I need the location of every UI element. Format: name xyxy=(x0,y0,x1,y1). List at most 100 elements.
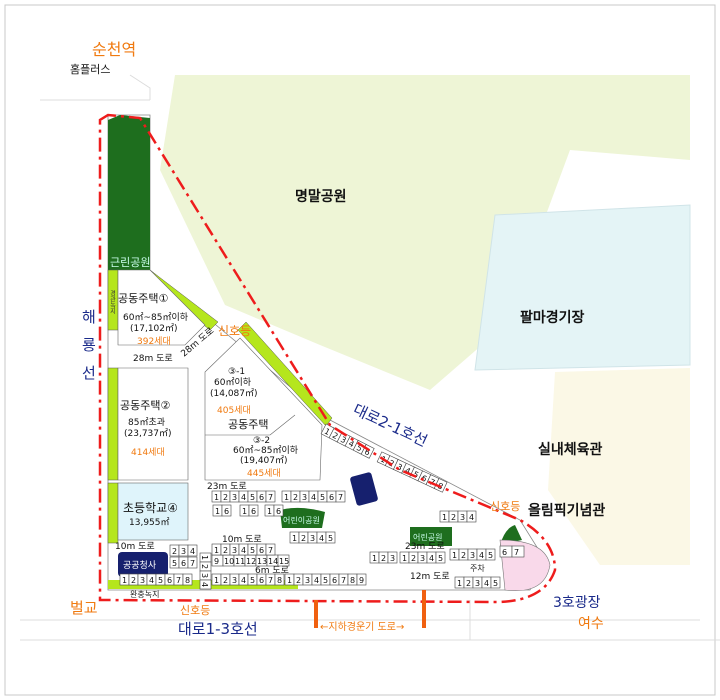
lot-number: 4 xyxy=(484,579,489,588)
lot-number: 2 xyxy=(223,546,228,555)
lot-cell xyxy=(221,504,232,517)
lot-number: 2 xyxy=(461,551,466,560)
public-office-label: 공공청사 xyxy=(123,560,157,571)
lot-number: 13 xyxy=(257,557,267,566)
lot-number: 1 xyxy=(323,427,332,437)
block3-1-size: 60㎡이하 xyxy=(214,377,252,388)
lot-number: 14 xyxy=(268,557,278,566)
lot-cell xyxy=(490,576,501,589)
lot-number: 5 xyxy=(355,443,364,453)
lot-number: 9 xyxy=(359,576,364,585)
lot-cell xyxy=(199,579,212,590)
lot-cell xyxy=(187,556,198,569)
lot-cell xyxy=(485,548,496,561)
lot-number: 5 xyxy=(328,534,333,543)
lot-cell xyxy=(335,490,346,503)
buffer-green-label: 경관녹지 xyxy=(109,290,116,315)
buffer-green-diag-2 xyxy=(237,321,333,427)
lot-number: 2 xyxy=(301,534,306,543)
lot-number: 6 xyxy=(181,559,186,568)
lot-number: 7 xyxy=(268,576,273,585)
lot-number: 5 xyxy=(320,493,325,502)
haeryong-3: 선 xyxy=(82,364,96,382)
lot-number: 4 xyxy=(319,534,324,543)
lot-number: 4 xyxy=(241,576,246,585)
lot-number: 2 xyxy=(223,493,228,502)
lot-number: 3 xyxy=(475,579,480,588)
lot-number: 9 xyxy=(214,557,219,566)
lot-number: 1 xyxy=(287,576,292,585)
block2-units: 414세대 xyxy=(131,447,165,458)
lot-cell xyxy=(387,551,398,564)
lot-number: 1 xyxy=(457,579,462,588)
lot-number: 5 xyxy=(412,470,420,480)
lot-number: 11 xyxy=(235,557,245,566)
lot-number: 7 xyxy=(514,548,519,557)
lot-number: 3 xyxy=(302,493,307,502)
lot-cell xyxy=(273,504,284,517)
block3-2-size: 60㎡~85㎡이하 xyxy=(233,445,299,456)
signal-3: 신호등 xyxy=(180,604,210,617)
road-28m-a: 28m 도로 xyxy=(133,354,173,364)
lot-number: 10 xyxy=(224,557,234,566)
block3-2-units: 445세대 xyxy=(247,468,281,479)
lot-number: 6 xyxy=(276,507,281,516)
lot-number: 1 xyxy=(200,555,209,560)
lot-number: 2 xyxy=(131,576,136,585)
lot-cell xyxy=(265,490,276,503)
school-title: 초등학교④ xyxy=(123,501,178,515)
road-10m-a: 10m 도로 xyxy=(115,542,155,552)
lot-number: 1 xyxy=(122,576,127,585)
lot-number: 4 xyxy=(347,439,356,449)
block1-area: (17,102㎡) xyxy=(130,323,178,334)
lot-number: 3 xyxy=(305,576,310,585)
buffer-green-bottom-label: 완충녹지 xyxy=(130,590,159,599)
block3-2-area: (19,407㎡) xyxy=(240,455,288,466)
lot-number: 3 xyxy=(310,534,315,543)
small-park-label: 어린공원 xyxy=(413,532,442,542)
lot-number: 8 xyxy=(277,576,282,585)
lot-number: 4 xyxy=(314,576,319,585)
lot-cell xyxy=(511,545,525,558)
lot-number: 7 xyxy=(268,493,273,502)
lot-number: 2 xyxy=(223,576,228,585)
lot-number: 6 xyxy=(167,576,172,585)
stadium-area xyxy=(474,204,691,371)
small-park xyxy=(410,527,452,546)
lot-number: 3 xyxy=(470,551,475,560)
lot-number: 2 xyxy=(451,513,456,522)
public-office xyxy=(118,552,168,577)
block1-units: 392세대 xyxy=(137,336,171,347)
lot-cell xyxy=(187,544,198,557)
lot-number: 5 xyxy=(438,554,443,563)
lot-number: 6 xyxy=(502,548,507,557)
lot-number: 2 xyxy=(331,431,340,441)
lot-number: 3 xyxy=(390,554,395,563)
lot-number: 3 xyxy=(140,576,145,585)
gym-area xyxy=(548,368,690,565)
lot-cell xyxy=(433,478,448,493)
lot-cell xyxy=(182,573,193,586)
lot-number: 5 xyxy=(493,579,498,588)
lot-number: 12 xyxy=(246,557,256,566)
yeosu-label: 여수 xyxy=(578,616,604,632)
lot-number: 6 xyxy=(224,507,229,516)
lot-number: 1 xyxy=(215,507,220,516)
block-1 xyxy=(117,269,206,346)
lot-number: 4 xyxy=(200,582,209,587)
lot-number: 1 xyxy=(214,576,219,585)
lot-number: 3 xyxy=(460,513,465,522)
school-block xyxy=(117,482,189,541)
lot-number: 2 xyxy=(411,554,416,563)
lot-number: 4 xyxy=(429,554,434,563)
